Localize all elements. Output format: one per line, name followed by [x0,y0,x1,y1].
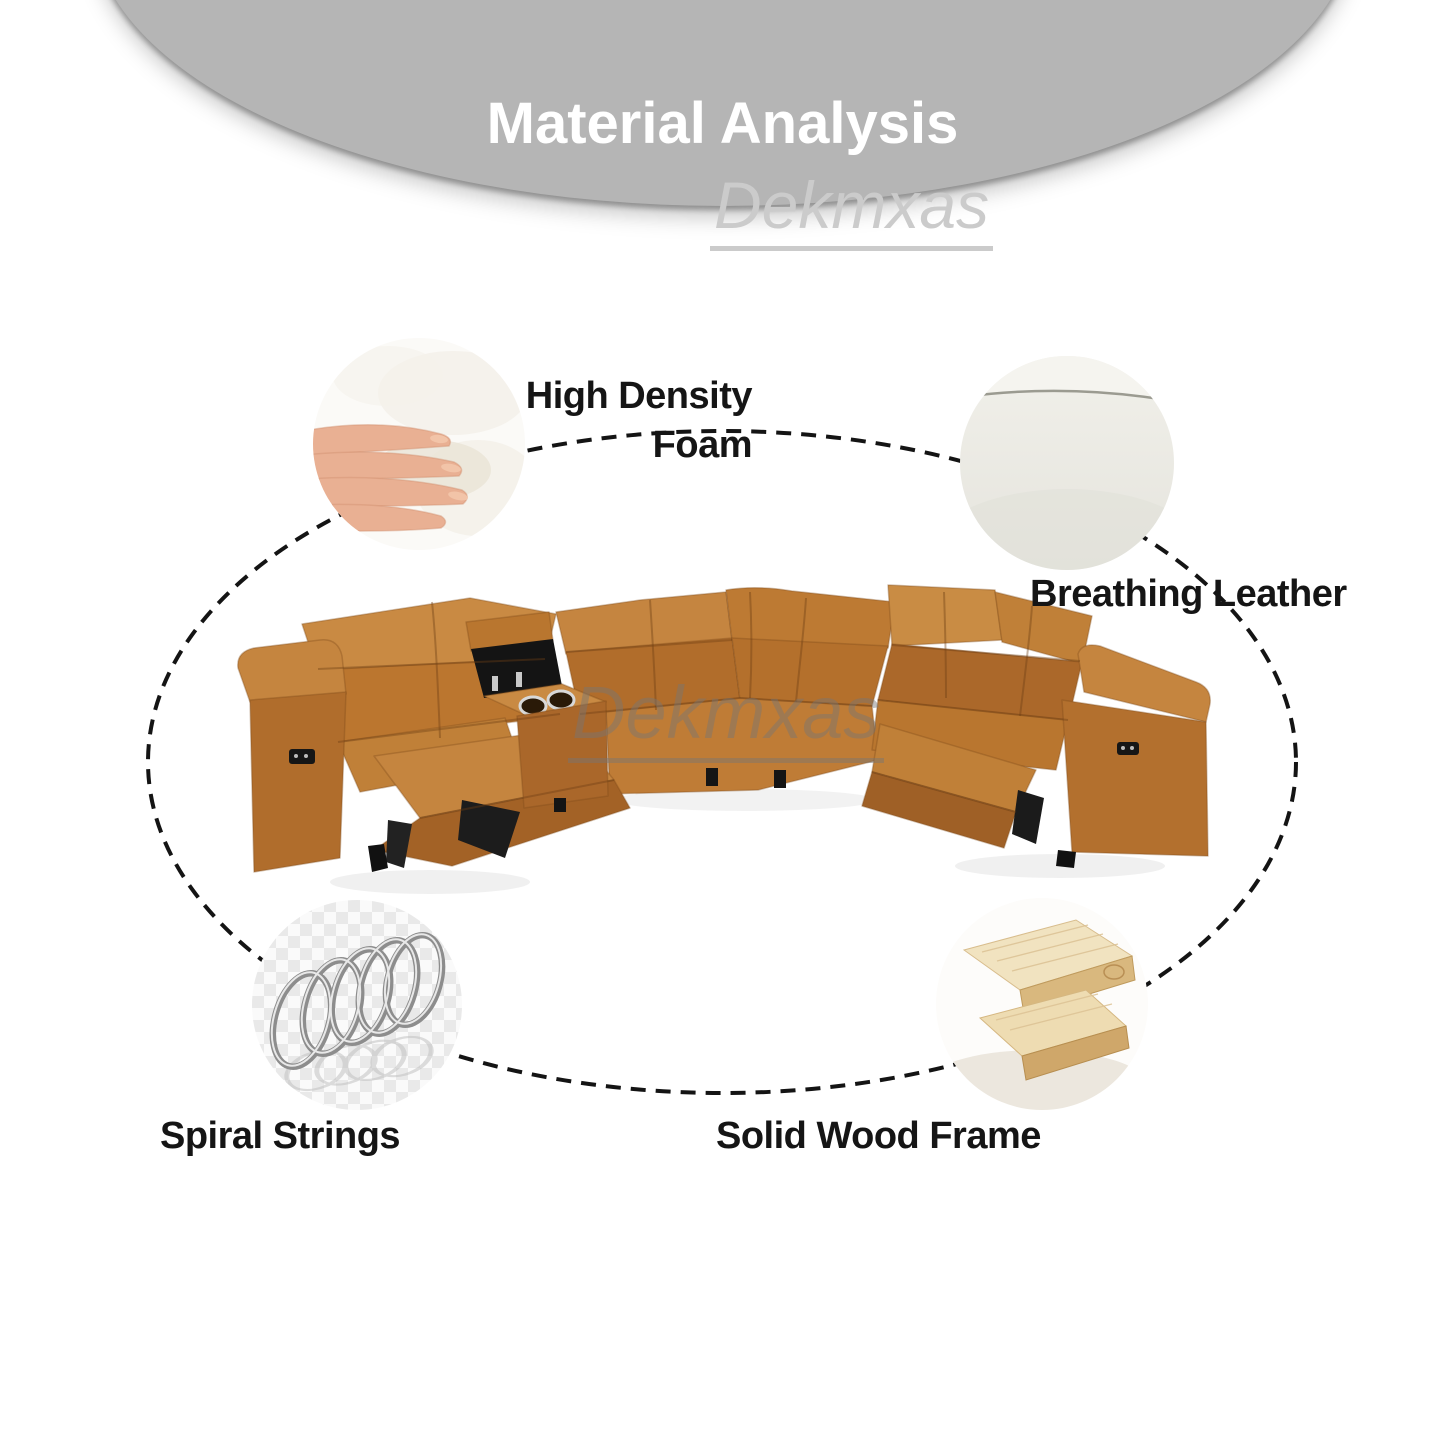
console-hinge-icon [492,676,498,691]
sofa-foot [554,798,566,812]
recliner-button-icon [1130,746,1134,750]
recliner-button-icon [1121,746,1125,750]
sofa-right-footrest-front [861,771,1017,849]
label-high-density-foam: High Density Foam [525,372,753,469]
brand-watermark-center: Dekmxas [568,676,885,763]
label-spiral-strings: Spiral Strings [160,1112,401,1161]
label-breathing-leather: Breathing Leather [1030,570,1347,619]
footrest-mechanism-left [386,820,412,868]
material-photo-leather [960,356,1174,570]
brand-watermark-text: Dekmxas [710,172,994,251]
sofa-seams [317,591,1081,819]
foam-photo [313,338,525,550]
recliner-button-icon [294,754,298,758]
sofa-foot [706,768,718,786]
console-front [516,700,609,809]
sofa-midleft-headrest [555,591,733,655]
hand-pressing-foam-icon [313,424,468,550]
sofa-foot [368,844,388,872]
leather-seam-line [961,389,1173,403]
sofa-foot [1056,850,1076,868]
sofa-illustration [237,584,1211,894]
spring-photo [252,900,462,1110]
steel-spiral-spring-icon [269,931,446,1070]
page-title: Material Analysis [486,91,959,156]
wood-planks-icon [962,919,1136,1081]
recliner-control-panel-right [1117,742,1139,755]
sofa-foot [774,770,786,788]
label-line: Spiral Strings [160,1115,401,1157]
sofa-right-arm-front [1061,699,1209,857]
header-banner [91,0,1354,206]
footrest-mechanism-left [458,800,520,858]
footrest-mechanism-right [1012,790,1044,844]
brand-watermark-text: Dekmxas [568,676,885,763]
material-photo-springs [252,900,462,1110]
label-line: Solid Wood Frame [716,1115,1041,1157]
leather-photo [960,356,1174,570]
material-photo-foam [313,338,525,550]
sofa-right-arm-pad [1077,644,1211,723]
label-solid-wood-frame: Solid Wood Frame [716,1112,1041,1161]
recliner-button-icon [304,754,308,758]
material-photo-wood [936,898,1148,1110]
label-line: High Density [525,375,753,417]
sofa-left-arm-front [249,691,347,873]
brand-watermark-top: Dekmxas [710,172,994,251]
console-hinge-icon [516,672,522,687]
label-line: Breathing Leather [1030,573,1347,615]
wood-photo [936,898,1148,1110]
label-line: Foam [652,423,753,466]
dashed-connector-ellipse [146,429,1298,1095]
sofa-left-arm-pad [237,639,347,703]
fingertip-highlights [430,434,468,501]
recliner-control-panel-left [289,749,315,764]
